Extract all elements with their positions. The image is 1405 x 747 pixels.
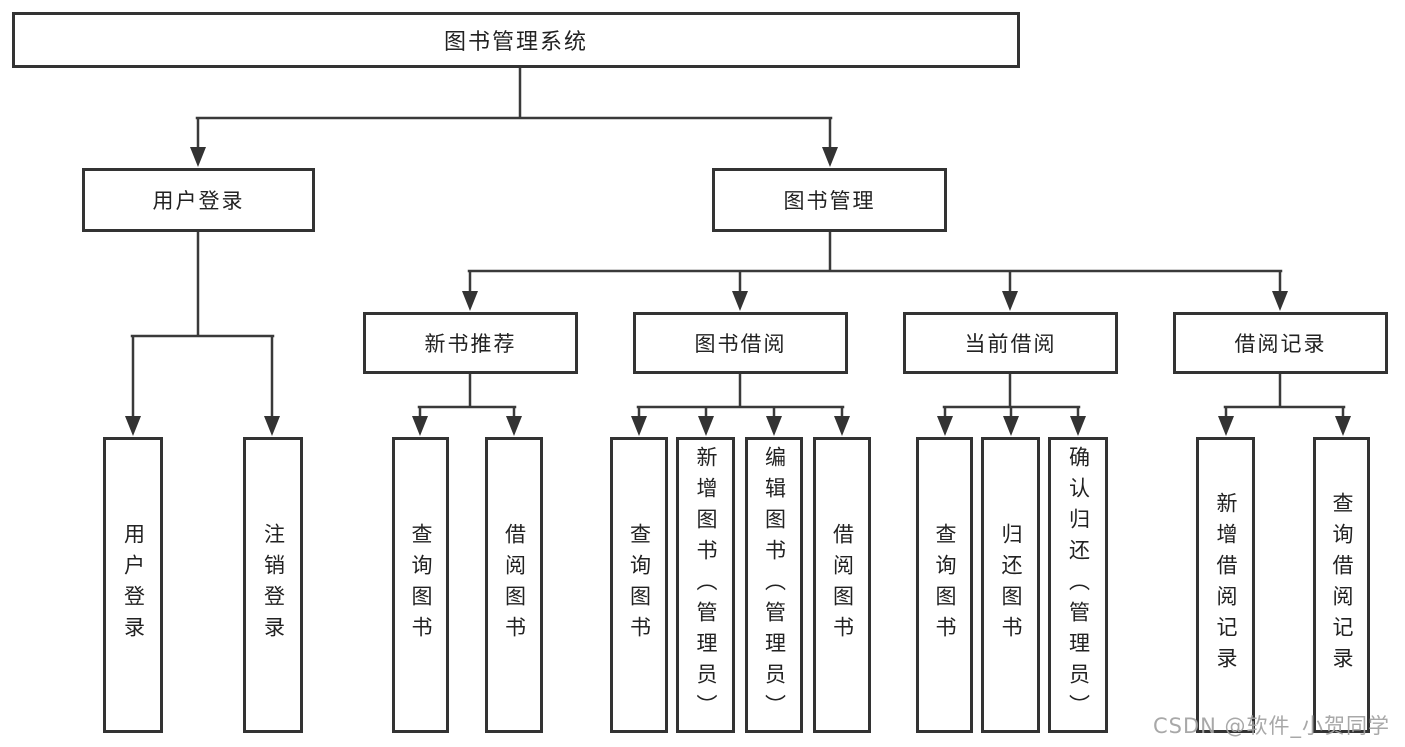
leaf-record-add-label: 新增借阅记录 [1214, 492, 1238, 678]
leaf-current-query-label: 查询图书 [933, 523, 957, 647]
leaf-borrow-book: 借阅图书 [813, 437, 871, 733]
leaf-borrow-book-label: 借阅图书 [830, 523, 855, 647]
node-current-borrow-label: 当前借阅 [964, 332, 1057, 356]
node-user-login: 用户登录 [82, 168, 315, 232]
node-book-management-label: 图书管理 [783, 189, 876, 213]
csdn-watermark: CSDN @软件_小贺同学 [1153, 714, 1391, 738]
node-new-book-recommend-label: 新书推荐 [424, 332, 517, 356]
leaf-current-query: 查询图书 [916, 437, 973, 733]
leaf-borrow-query: 查询图书 [610, 437, 668, 733]
leaf-borrow-add-admin-label: 新增图书（管理员） [694, 445, 718, 725]
leaf-record-query-label: 查询借阅记录 [1330, 492, 1354, 678]
node-borrow-records-label: 借阅记录 [1234, 332, 1327, 356]
leaf-record-query: 查询借阅记录 [1313, 437, 1370, 733]
leaf-current-return: 归还图书 [981, 437, 1040, 733]
node-user-login-label: 用户登录 [152, 189, 245, 213]
node-borrow-records: 借阅记录 [1173, 312, 1388, 374]
leaf-newbook-query: 查询图书 [392, 437, 449, 733]
leaf-borrow-query-label: 查询图书 [627, 523, 652, 647]
leaf-record-add: 新增借阅记录 [1196, 437, 1255, 733]
leaf-logout-label: 注销登录 [261, 523, 286, 647]
leaf-borrow-edit-admin: 编辑图书（管理员） [745, 437, 803, 733]
node-book-borrow-label: 图书借阅 [694, 332, 787, 356]
leaf-borrow-add-admin: 新增图书（管理员） [676, 437, 735, 733]
node-current-borrow: 当前借阅 [903, 312, 1118, 374]
leaf-user-login-label: 用户登录 [121, 523, 146, 647]
leaf-newbook-borrow-label: 借阅图书 [502, 523, 527, 647]
leaf-newbook-query-label: 查询图书 [409, 523, 433, 647]
node-root-label: 图书管理系统 [443, 30, 588, 55]
node-new-book-recommend: 新书推荐 [363, 312, 578, 374]
leaf-user-login: 用户登录 [103, 437, 163, 733]
node-book-management: 图书管理 [712, 168, 947, 232]
leaf-current-confirm-admin: 确认归还（管理员） [1048, 437, 1108, 733]
leaf-newbook-borrow: 借阅图书 [485, 437, 543, 733]
node-root-system: 图书管理系统 [12, 12, 1020, 68]
leaf-borrow-edit-admin-label: 编辑图书（管理员） [762, 445, 787, 725]
node-book-borrow: 图书借阅 [633, 312, 848, 374]
leaf-current-confirm-admin-label: 确认归还（管理员） [1066, 445, 1091, 725]
leaf-current-return-label: 归还图书 [999, 523, 1023, 647]
leaf-logout: 注销登录 [243, 437, 303, 733]
arrowhead-icons [125, 147, 1351, 436]
